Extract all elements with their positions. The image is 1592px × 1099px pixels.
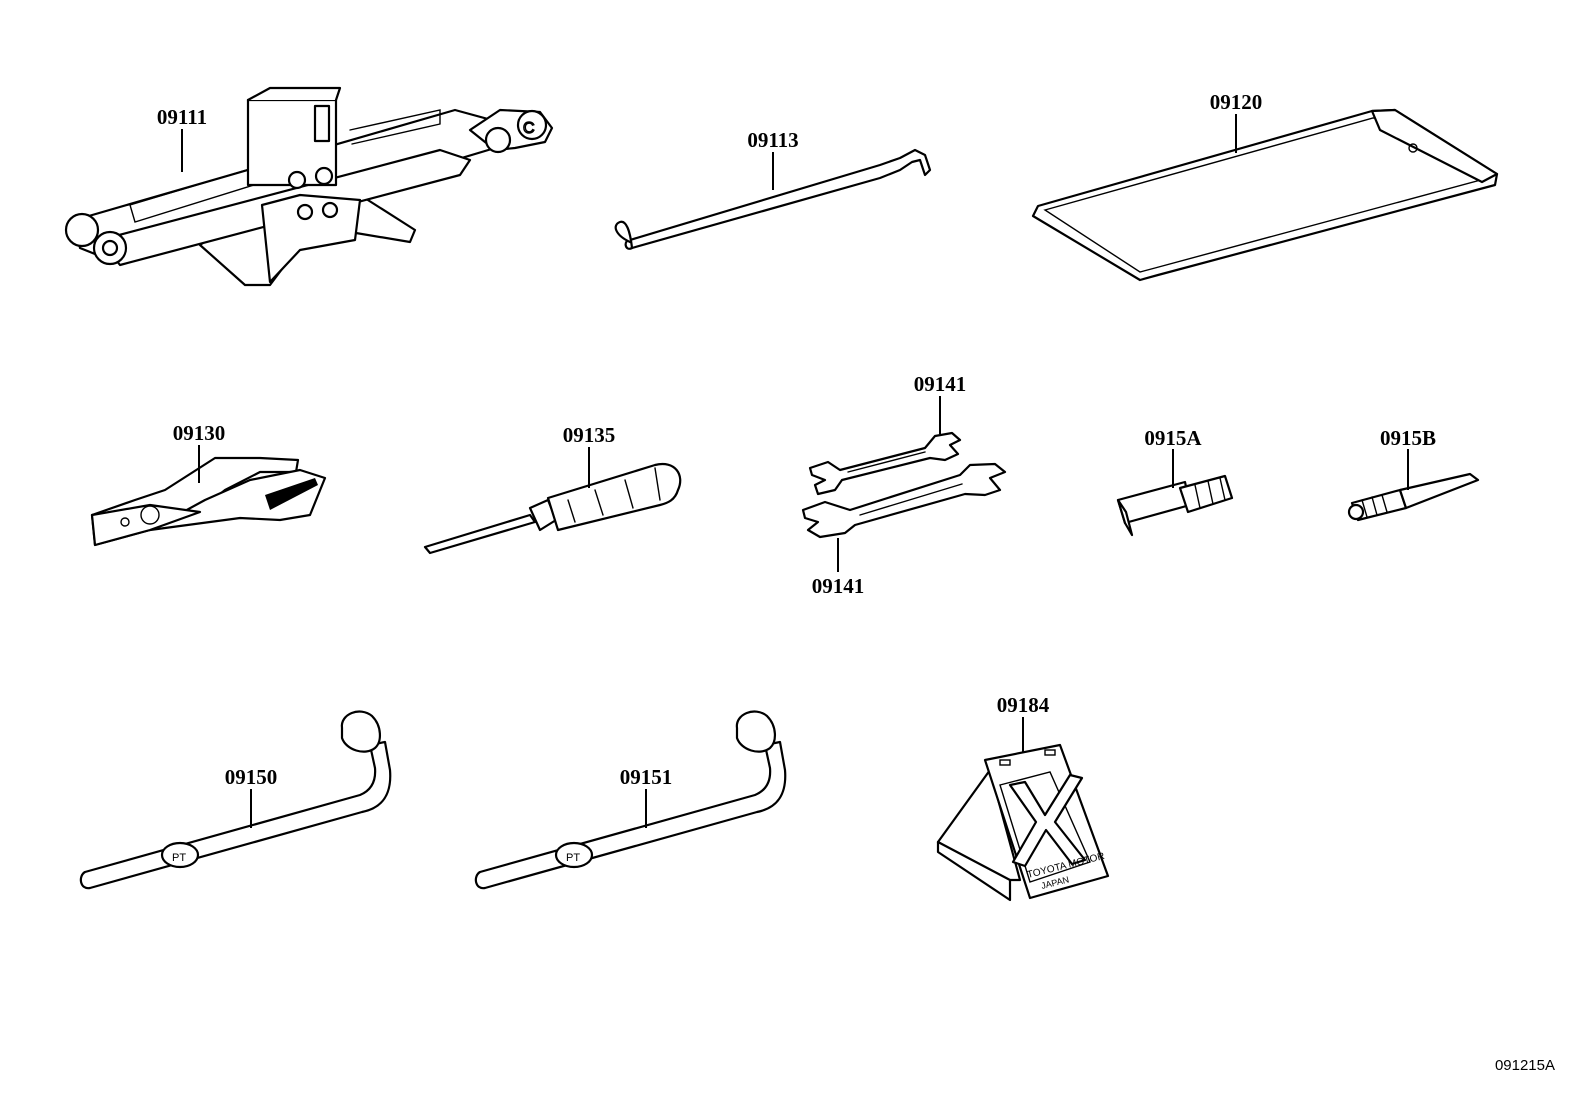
part-label-valve-tool-b: 0915B [1380, 426, 1436, 450]
svg-text:PT: PT [566, 852, 580, 864]
svg-text:PT: PT [172, 852, 186, 864]
part-label-wrench-top: 09141 [914, 372, 967, 396]
part-label-hook: 09113 [747, 128, 798, 152]
part-label-wrench-bottom: 09141 [812, 574, 865, 598]
jack-illustration: C 09111 [64, 86, 554, 287]
part-label-tool-bag: 09120 [1210, 90, 1263, 114]
part-label-pliers: 09130 [173, 421, 226, 445]
valve-tool-a-illustration: 0915A [1116, 426, 1234, 537]
pliers-illustration: 09130 [90, 421, 327, 547]
lug-wrench-2-illustration: PT 09151 [474, 710, 787, 890]
part-label-wheel-chock: 09184 [997, 693, 1050, 717]
wheel-chock-illustration: TOYOTA MOTOR JAPAN 09184 [936, 693, 1110, 902]
part-label-jack: 09111 [157, 105, 207, 129]
svg-text:C: C [523, 120, 535, 137]
hook-illustration: 09113 [614, 128, 932, 250]
diagram-reference-code: 091215A [1495, 1057, 1555, 1074]
valve-tool-b-illustration: 0915B [1347, 426, 1480, 522]
part-label-lug-wrench-2: 09151 [620, 765, 673, 789]
tool-bag-illustration: 09120 [1031, 90, 1499, 282]
lug-wrench-1-illustration: PT 09150 [79, 710, 392, 890]
part-label-screwdriver: 09135 [563, 423, 616, 447]
wrenches-illustration: 09141 09141 [801, 372, 1007, 598]
part-label-lug-wrench-1: 09150 [225, 765, 278, 789]
screwdriver-illustration: 09135 [423, 423, 682, 555]
part-label-valve-tool-a: 0915A [1144, 426, 1202, 450]
